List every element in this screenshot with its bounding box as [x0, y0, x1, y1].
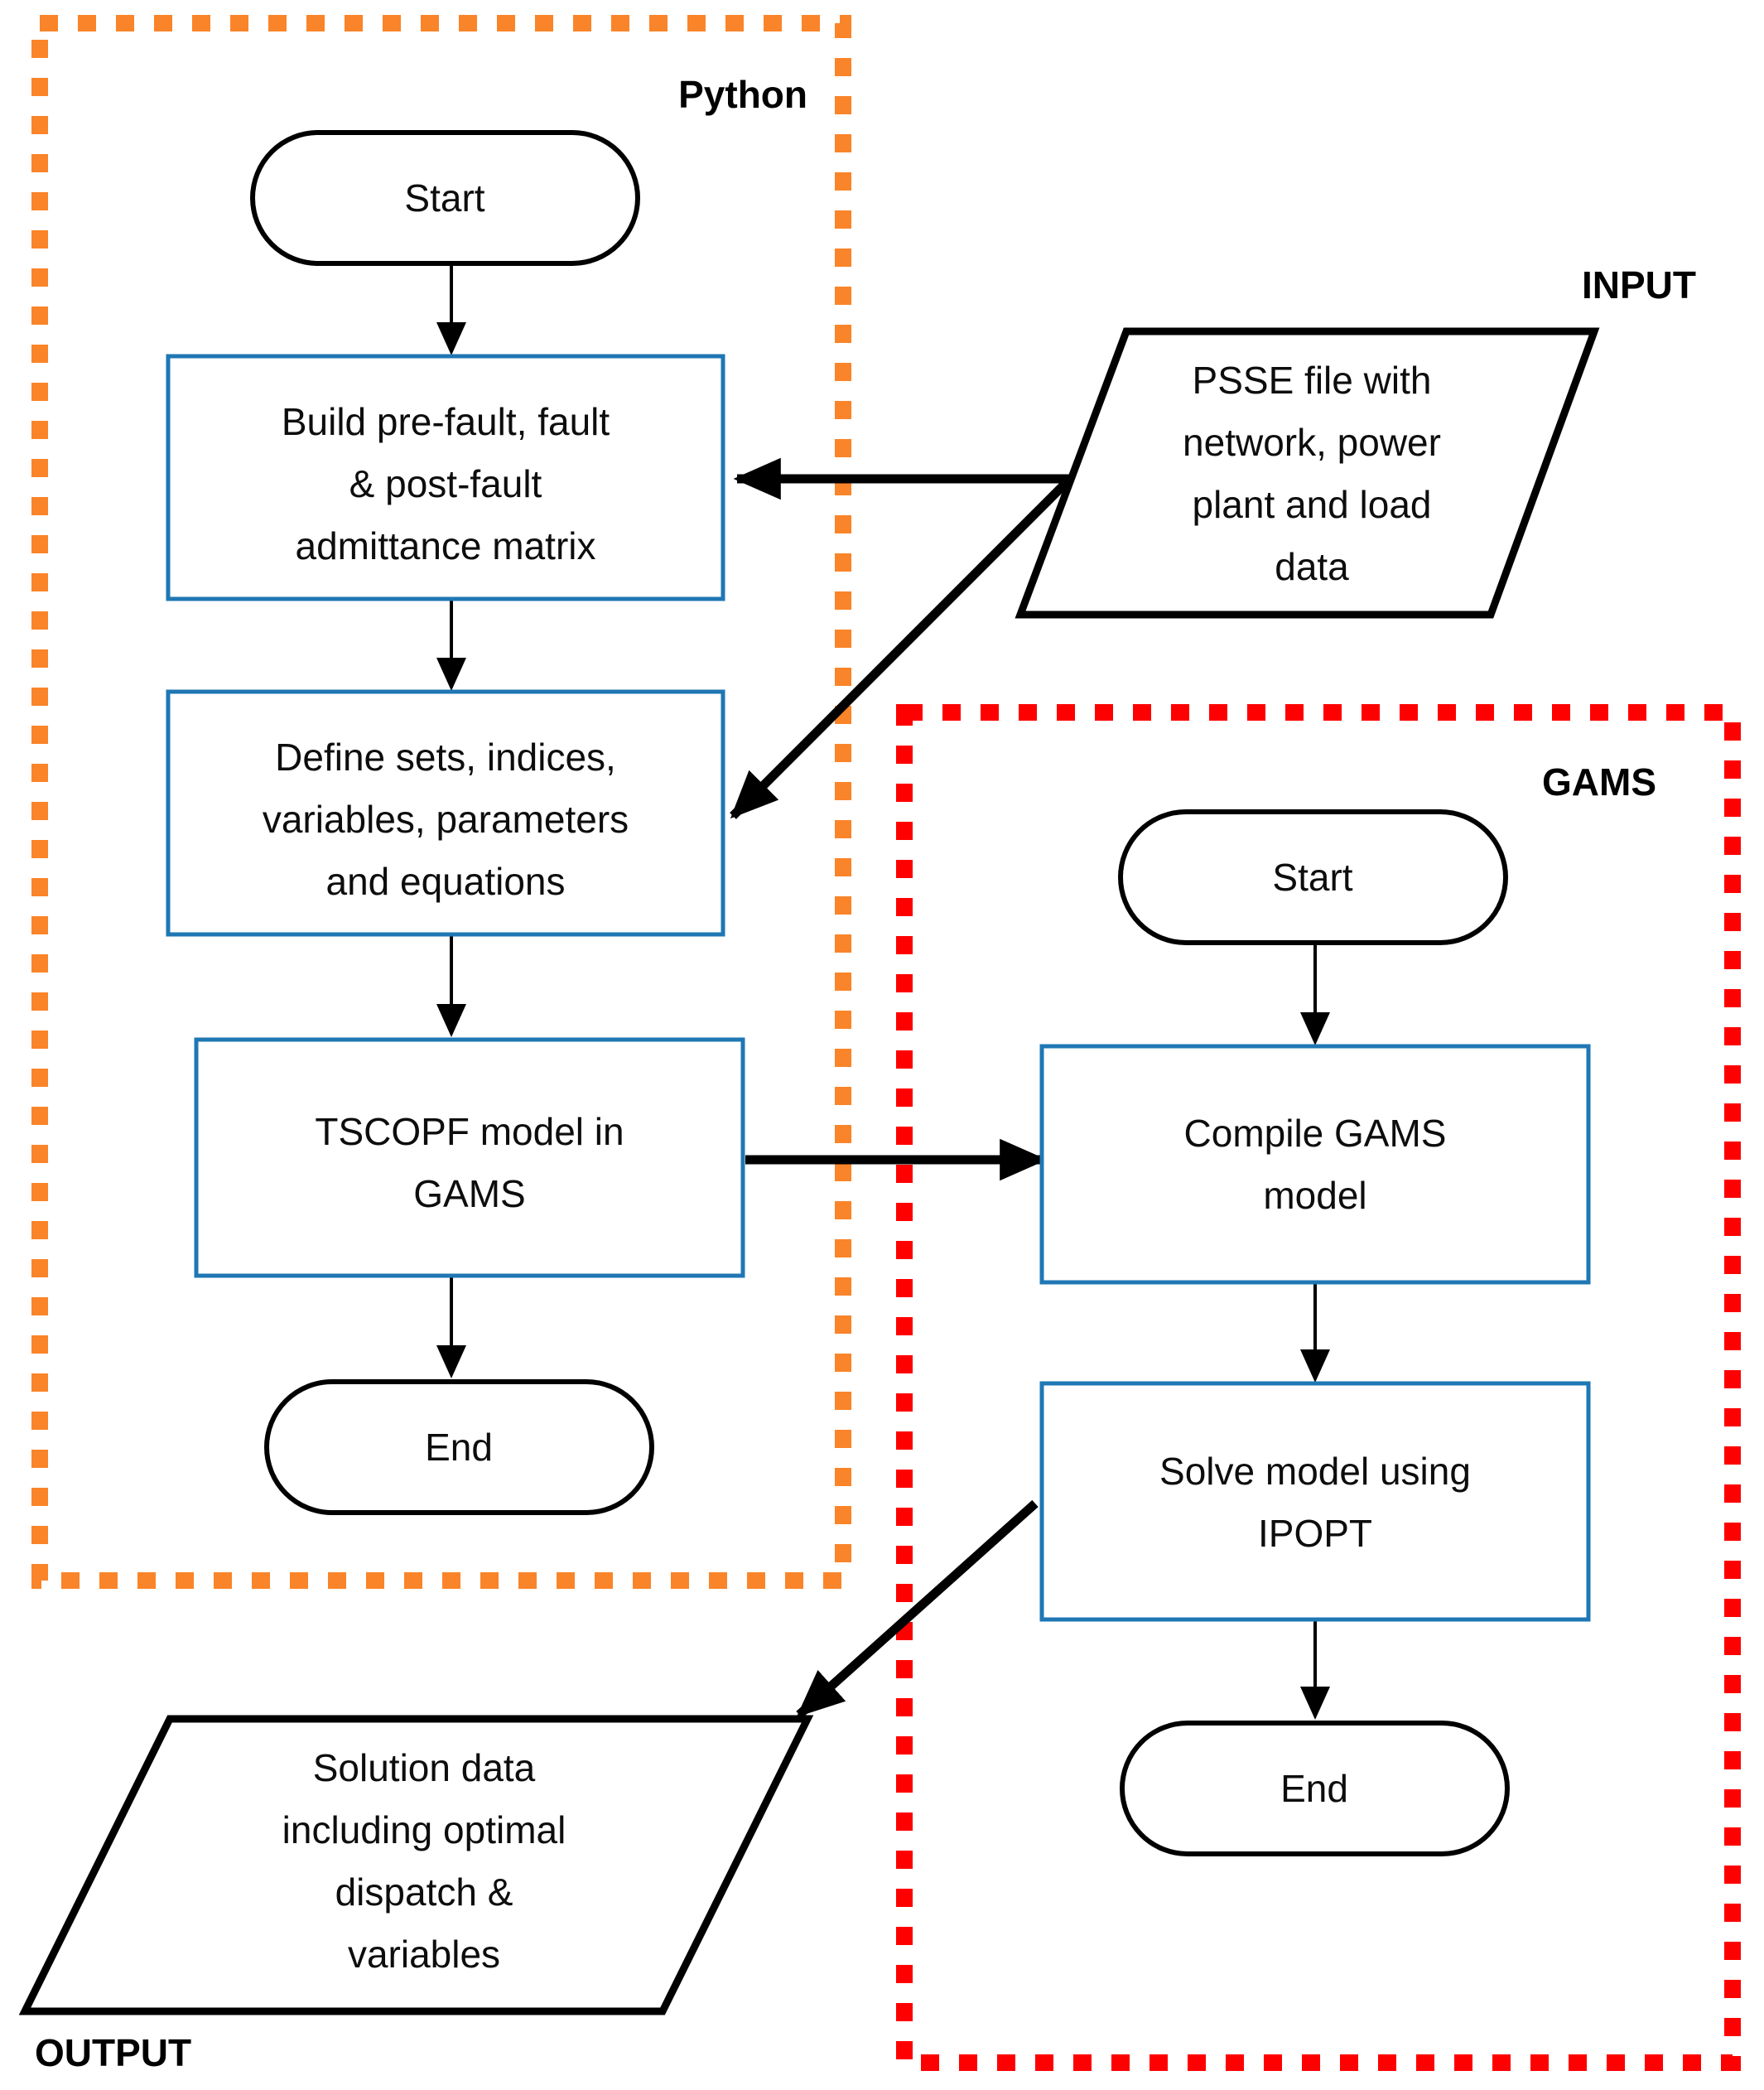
- node-build-admittance[interactable]: Build pre-fault, fault & post-fault admi…: [166, 354, 725, 601]
- node-input-file-line2: network, power: [1183, 421, 1441, 464]
- node-build-admittance-line1: Build pre-fault, fault: [282, 400, 610, 443]
- node-gams-start-label: Start: [1272, 856, 1352, 899]
- node-solve-model-line1: Solve model using: [1159, 1450, 1471, 1493]
- node-solve-model[interactable]: Solve model using IPOPT: [1039, 1381, 1591, 1622]
- node-define-sets[interactable]: Define sets, indices, variables, paramet…: [166, 689, 725, 937]
- node-input-file-line3: plant and load: [1192, 483, 1431, 526]
- node-define-sets-line3: and equations: [325, 860, 565, 903]
- group-container-python: [31, 15, 851, 1589]
- node-build-admittance-line3: admittance matrix: [295, 524, 595, 567]
- node-input-file-line4: data: [1275, 545, 1349, 588]
- node-output-file-line1: Solution data: [313, 1746, 536, 1789]
- node-solve-model-line2: IPOPT: [1258, 1512, 1372, 1555]
- node-gams-start[interactable]: Start: [1118, 809, 1508, 945]
- node-gams-end-label: End: [1280, 1767, 1348, 1810]
- node-python-start-label: Start: [404, 176, 484, 220]
- node-output-file-line3: dispatch &: [335, 1870, 513, 1914]
- group-label-output: OUTPUT: [35, 2031, 191, 2074]
- node-tscopf-model-line2: GAMS: [413, 1172, 525, 1215]
- group-label-python: Python: [678, 73, 807, 116]
- node-define-sets-line2: variables, parameters: [263, 798, 629, 841]
- node-python-start[interactable]: Start: [250, 130, 640, 266]
- node-output-file-line4: variables: [348, 1933, 500, 1976]
- node-define-sets-line1: Define sets, indices,: [275, 736, 616, 779]
- node-output-file-line2: including optimal: [282, 1808, 566, 1851]
- node-gams-end[interactable]: End: [1120, 1721, 1510, 1856]
- group-label-input: INPUT: [1582, 263, 1696, 307]
- node-tscopf-model-line1: TSCOPF model in: [315, 1110, 624, 1153]
- node-tscopf-model[interactable]: TSCOPF model in GAMS: [194, 1037, 745, 1278]
- group-label-gams: GAMS: [1542, 760, 1656, 804]
- group-container-gams: [896, 704, 1741, 2071]
- node-python-end[interactable]: End: [264, 1379, 654, 1515]
- node-compile-model-line1: Compile GAMS: [1184, 1112, 1447, 1155]
- node-input-file-line1: PSSE file with: [1193, 359, 1432, 402]
- node-output-file[interactable]: Solution data including optimal dispatch…: [18, 1715, 814, 2015]
- node-compile-model[interactable]: Compile GAMS model: [1039, 1044, 1591, 1285]
- edge-solve-to-output: [796, 1499, 1039, 1719]
- node-input-file[interactable]: PSSE file with network, power plant and …: [1015, 327, 1600, 619]
- edge-input-to-define: [730, 477, 1072, 819]
- node-compile-model-line2: model: [1263, 1174, 1366, 1217]
- node-python-end-label: End: [425, 1426, 493, 1469]
- node-build-admittance-line2: & post-fault: [349, 462, 542, 505]
